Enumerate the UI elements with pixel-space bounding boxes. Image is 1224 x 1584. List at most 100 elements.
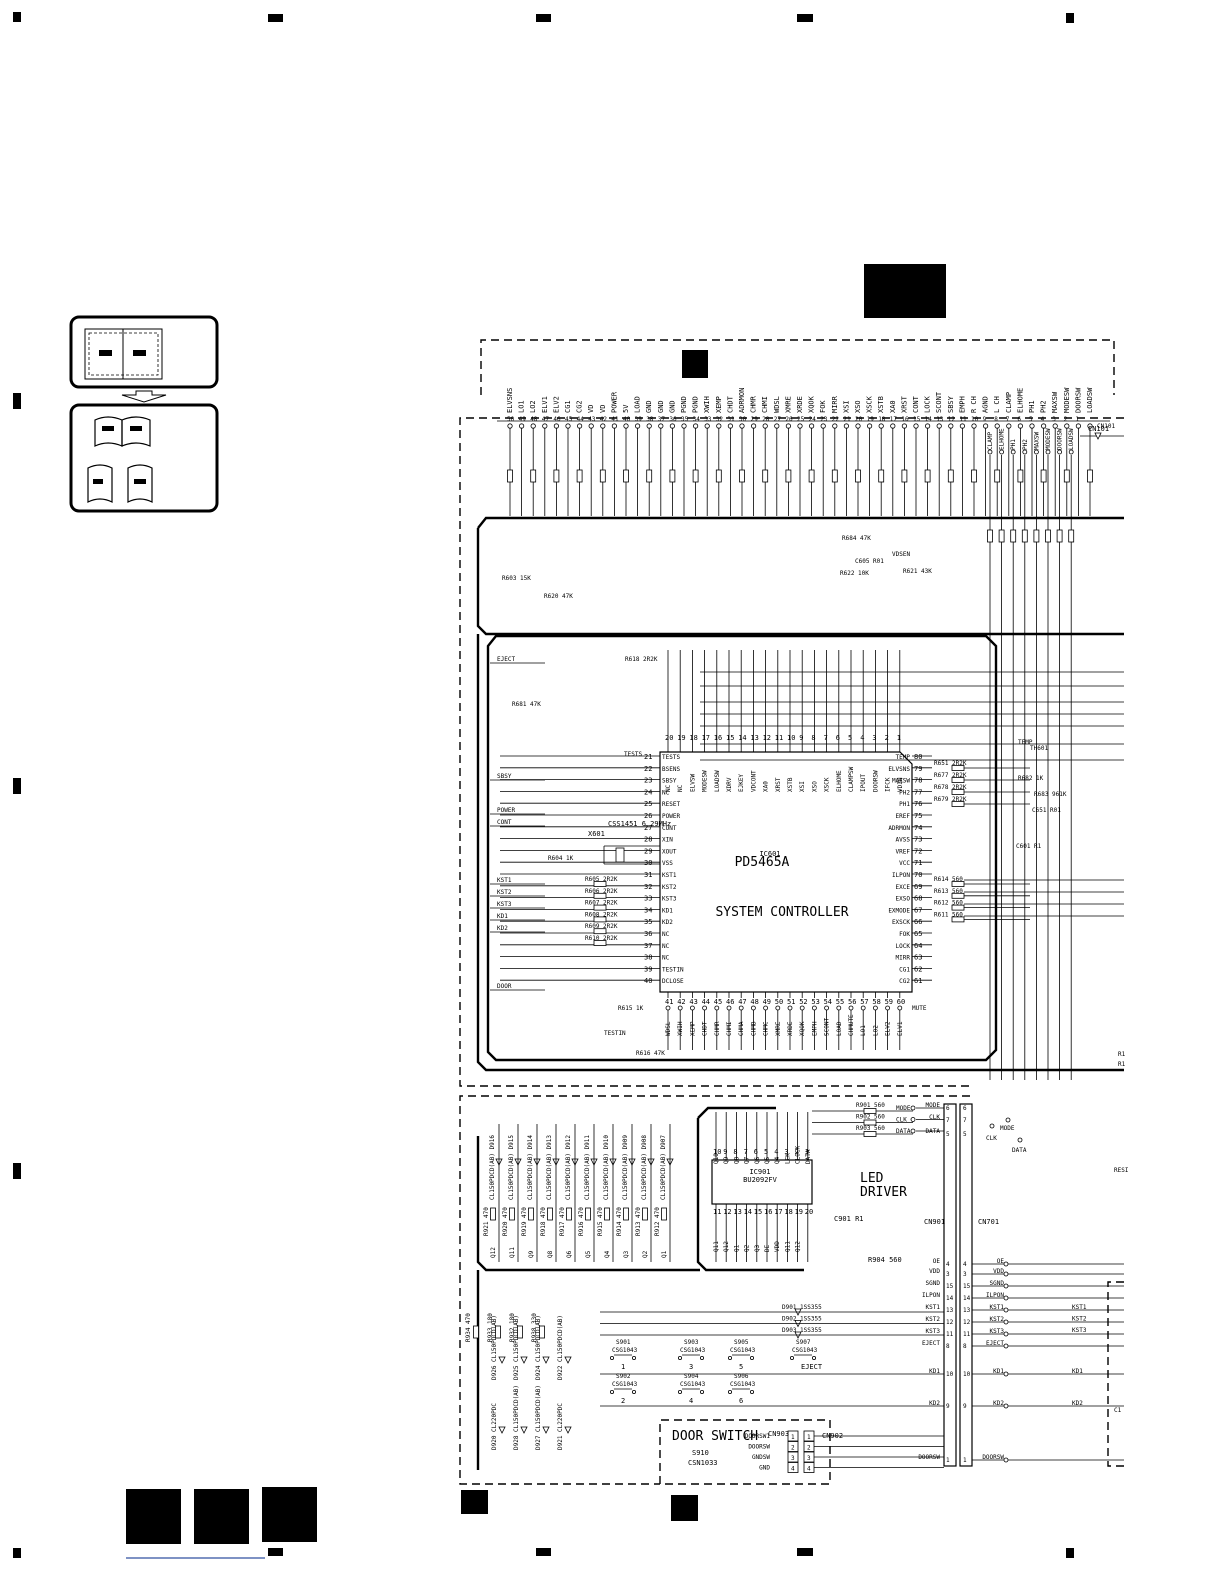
ic601-top-pin-number: 14 <box>738 734 746 742</box>
ic901-signal-label: MODE <box>896 1105 911 1112</box>
ic601-top-pin-number: 15 <box>726 734 734 742</box>
ic601-bottom-pin-name: SCONT <box>824 1018 831 1036</box>
cn101-series-resistor <box>1017 469 1024 483</box>
cn101-pin-terminal <box>611 423 618 429</box>
ic601-top-pin-number: 8 <box>811 734 815 742</box>
cn701-pin-number: 6 <box>963 1105 967 1112</box>
ic601-top-pin-name: NC <box>665 784 672 792</box>
cn701-terminal <box>1003 1457 1009 1463</box>
cn701-pin-number: 5 <box>963 1131 967 1138</box>
ic601-top-pin-name: MODESW <box>702 770 709 792</box>
led-resistor <box>661 1207 667 1221</box>
ic601-left-pin-number: 37 <box>644 942 652 950</box>
cn101-series-resistor <box>739 469 745 483</box>
ic601-left-pin-name: KD1 <box>662 907 673 914</box>
ic601-right-pin-number: 77 <box>914 788 922 796</box>
led-label: CL150PDCD(AB) D909 <box>622 1135 629 1200</box>
cn101-pin-terminal <box>600 423 606 429</box>
ic601-top-pin-name: XSO <box>811 781 818 792</box>
cn101-pin-terminal <box>634 423 641 429</box>
ic601-left-pin-number: 34 <box>644 906 652 914</box>
cn902-pin-number: 2 <box>807 1445 811 1452</box>
mode-label: MODE <box>1000 1125 1015 1132</box>
cn701-pin-number: 3 <box>963 1271 967 1278</box>
cn101-series-resistor <box>507 469 513 483</box>
ic601-left-pin-number: 25 <box>644 800 652 808</box>
cn101-pin-terminal <box>507 423 513 429</box>
cn101-pin-name: XSCK <box>866 395 874 413</box>
ic601-bottom-pin-name: XRDE <box>787 1021 794 1036</box>
ic601-right-resistor-label: R677 2R2K <box>934 772 967 779</box>
cn101-series-resistor <box>971 469 977 483</box>
cn101-pin-terminal <box>994 423 1000 429</box>
led-label: CL150PDCD(AB) D915 <box>508 1135 515 1200</box>
switch-number: 3 <box>689 1363 693 1371</box>
key-led-label: D927 CL150PDCD(AB) <box>535 1385 542 1450</box>
ic601-top-pin-number: 16 <box>714 734 722 742</box>
ic601-bottom-pin-number: 50 <box>775 998 783 1006</box>
cn101-pin-number: 44 <box>577 416 585 423</box>
ic601-top-pin-number: 12 <box>763 734 771 742</box>
ic601-bottom-test-point <box>848 1005 854 1011</box>
cn101-pin-number: 31 <box>727 416 735 423</box>
key-led-label: D921 CL220PDC <box>557 1403 564 1450</box>
cn101-pin-name: PGND <box>692 396 700 413</box>
ic901-signal-resistor-label: R901 560 <box>856 1102 885 1109</box>
cn101-pin-number: 39 <box>635 416 643 423</box>
door-pin-name: DOORSW1 <box>745 1433 771 1440</box>
ic901-top-pin-name: Q8 <box>733 1156 740 1164</box>
ic601-left-pin-name: TESTS <box>662 754 680 761</box>
cn101-series-resistor <box>808 469 815 483</box>
ic601-right-pin-name: ELVSNS <box>888 766 910 773</box>
cn101-pin-terminal <box>808 423 815 429</box>
switch-number: 4 <box>689 1397 693 1405</box>
sheet-marker-d <box>671 1495 698 1521</box>
cn101-pin-terminal <box>971 423 977 429</box>
ic901-top-pin-name: LCK <box>784 1153 791 1164</box>
ic901-bottom-pin-name: Q12 <box>723 1241 730 1252</box>
key-led-label: D926 CL150PDCD(AB) <box>491 1315 498 1380</box>
cn101-pin-name: VD <box>599 405 607 413</box>
led-q-label: Q1 <box>661 1250 668 1258</box>
cn901-pin-number: 10 <box>946 1371 954 1378</box>
ic601-left-resistor-label: R607 2R2K <box>585 900 618 907</box>
cn101-breakout-terminal <box>1045 449 1051 455</box>
led-resistor-label: R919 470 <box>521 1207 528 1236</box>
cn101-pin-terminal <box>576 423 583 429</box>
key-led <box>520 1356 528 1364</box>
ic601-left-signal: CONT <box>497 819 512 826</box>
ic601-bottom-pin-number: 46 <box>726 998 734 1006</box>
led-resistor-label: R912 470 <box>654 1207 661 1236</box>
ic601-left-resistor <box>593 881 607 887</box>
cn901-pin-number: 3 <box>946 1271 950 1278</box>
ic601-top-pin-number: 13 <box>750 734 758 742</box>
cn101-pin-name: LOCK <box>924 395 932 413</box>
ic901-bottom-pin-name: Q11 <box>784 1241 791 1252</box>
ic601-right-resistor-label: R613 560 <box>934 888 963 895</box>
ic601-left-pin-name: SBSY <box>662 778 677 785</box>
clk-label: CLK <box>986 1135 997 1142</box>
ic901-bottom-pin-name: VDD <box>774 1241 781 1252</box>
cn101-pin-terminal <box>762 423 768 429</box>
ic601-top-pin-number: 1 <box>897 734 901 742</box>
cn101-series-resistor <box>1087 469 1093 483</box>
ic601-component-label: R683 961K <box>1034 791 1067 798</box>
cn701-pin-name: OE <box>997 1258 1005 1265</box>
led-label: CL150PDCD(AB) D911 <box>584 1135 591 1200</box>
cn101-pin-name: SBSY <box>947 395 955 413</box>
ic601-top-pin-name: NC <box>677 784 684 792</box>
cn101-pin-terminal <box>565 423 571 429</box>
ic601-bottom-pin-name: CHMB <box>750 1021 757 1036</box>
ic601-right-pin-name: FOK <box>899 931 910 938</box>
cn101-breakout-label: MODESW <box>1045 428 1052 450</box>
switch-part: CSG1043 <box>730 1347 756 1354</box>
key-led <box>542 1356 550 1364</box>
door-switch-ref: S910 <box>692 1449 709 1457</box>
cn101-pin-name: EMPH <box>958 396 966 413</box>
ic901-top-pin-number: 2 <box>795 1148 799 1156</box>
ic901-top-pin-name: Q5 <box>764 1156 771 1164</box>
ic601-right-pin-number: 64 <box>914 942 922 950</box>
ic601-bottom-pin-name: LO1 <box>860 1025 867 1036</box>
cn901-pin-number: 12 <box>946 1319 954 1326</box>
cn101-pin-name: PH1 <box>1028 400 1036 413</box>
